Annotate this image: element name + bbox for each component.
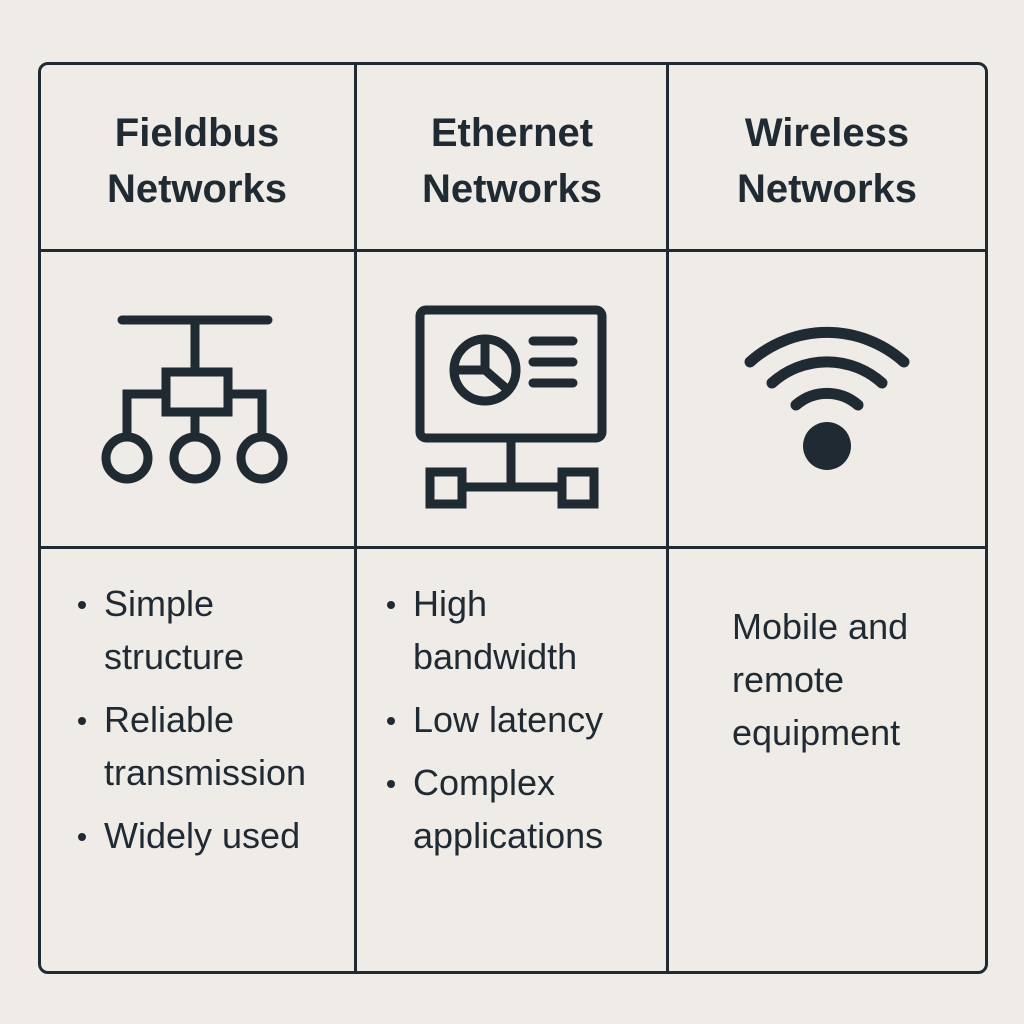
list-item: Reliable transmission — [78, 693, 344, 799]
wireless-description: Mobile and remote equipment — [732, 606, 909, 753]
list-item: Low latency — [387, 693, 653, 746]
row-divider — [38, 546, 985, 549]
list-item: High bandwidth — [387, 577, 613, 683]
list-item: Simple structure — [78, 577, 244, 683]
row-divider — [38, 249, 985, 252]
list-item: Complex applications — [387, 756, 613, 862]
column-divider — [354, 62, 357, 971]
column-divider — [666, 62, 669, 971]
list-item: Widely used — [78, 809, 344, 862]
comparison-table — [38, 62, 988, 974]
ethernet-features: High bandwidth Low latency Complex appli… — [387, 577, 653, 872]
fieldbus-features: Simple structure Reliable transmission W… — [78, 577, 344, 872]
